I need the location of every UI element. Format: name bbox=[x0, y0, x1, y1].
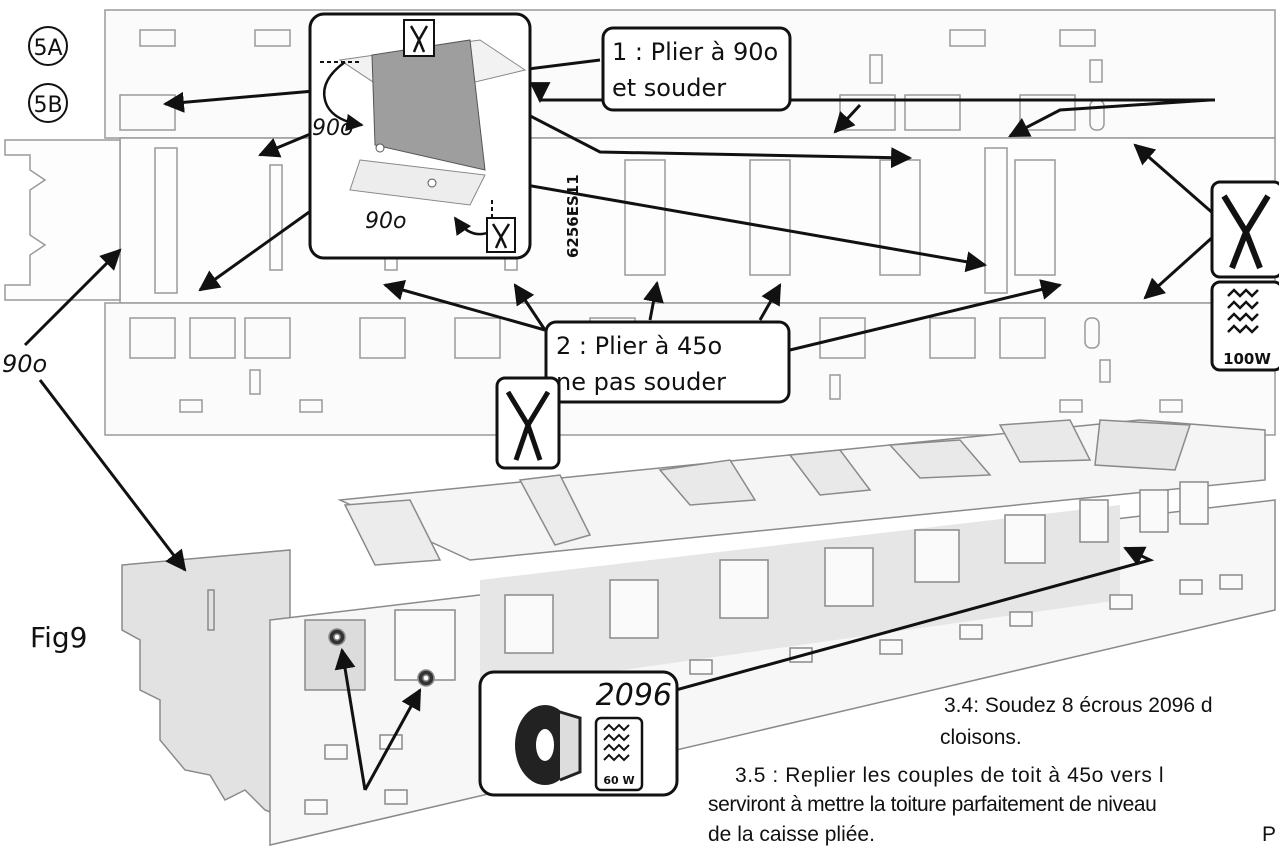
label-5a: 5A bbox=[28, 26, 68, 66]
svg-text:90o: 90o bbox=[365, 209, 406, 234]
nut-icon bbox=[515, 705, 582, 785]
svg-text:et souder: et souder bbox=[612, 74, 726, 102]
step1-callout: 1 : Plier à 90o et souder bbox=[601, 26, 792, 112]
instruction-line-4: serviront à mettre la toiture parfaiteme… bbox=[708, 793, 1157, 816]
svg-text:1 : Plier à 90o: 1 : Plier à 90o bbox=[612, 38, 778, 66]
svg-text:5B: 5B bbox=[33, 93, 62, 118]
svg-text:2 : Plier à 45o: 2 : Plier à 45o bbox=[556, 332, 722, 360]
svg-text:2096: 2096 bbox=[596, 678, 672, 713]
svg-text:100W: 100W bbox=[1223, 350, 1271, 368]
svg-text:5A: 5A bbox=[33, 36, 62, 61]
pliers-icon bbox=[403, 19, 435, 57]
instruction-line-2: cloisons. bbox=[940, 726, 1022, 749]
svg-text:60 W: 60 W bbox=[603, 774, 634, 787]
instruction-line-1: 3.4: Soudez 8 écrous 2096 d bbox=[944, 694, 1213, 717]
pliers-icon bbox=[495, 376, 561, 470]
part-code: 6256ES11 bbox=[564, 174, 582, 258]
pliers-icon bbox=[486, 217, 516, 253]
instruction-line-5: de la caisse pliée. bbox=[708, 823, 875, 846]
instruction-line-3: 3.5 : Replier les couples de toit à 45o … bbox=[735, 764, 1165, 787]
soldering-heat-icon: 60 W bbox=[594, 716, 644, 792]
figure-label: Fig9 bbox=[30, 621, 87, 654]
page-marker: P bbox=[1262, 823, 1277, 846]
soldering-heat-icon: 100W bbox=[1210, 280, 1279, 372]
folded-box bbox=[121, 419, 1276, 846]
pliers-icon bbox=[1210, 180, 1279, 279]
nut-callout: 2096 60 W bbox=[478, 670, 679, 797]
svg-text:ne pas souder: ne pas souder bbox=[556, 368, 726, 396]
step2-callout: 2 : Plier à 45o ne pas souder bbox=[544, 320, 791, 404]
angle-label-left: 90o bbox=[2, 350, 47, 378]
svg-text:90o: 90o bbox=[312, 116, 353, 141]
label-5b: 5B bbox=[28, 83, 68, 123]
fold-detail-inset: 90o 90o bbox=[308, 12, 532, 260]
